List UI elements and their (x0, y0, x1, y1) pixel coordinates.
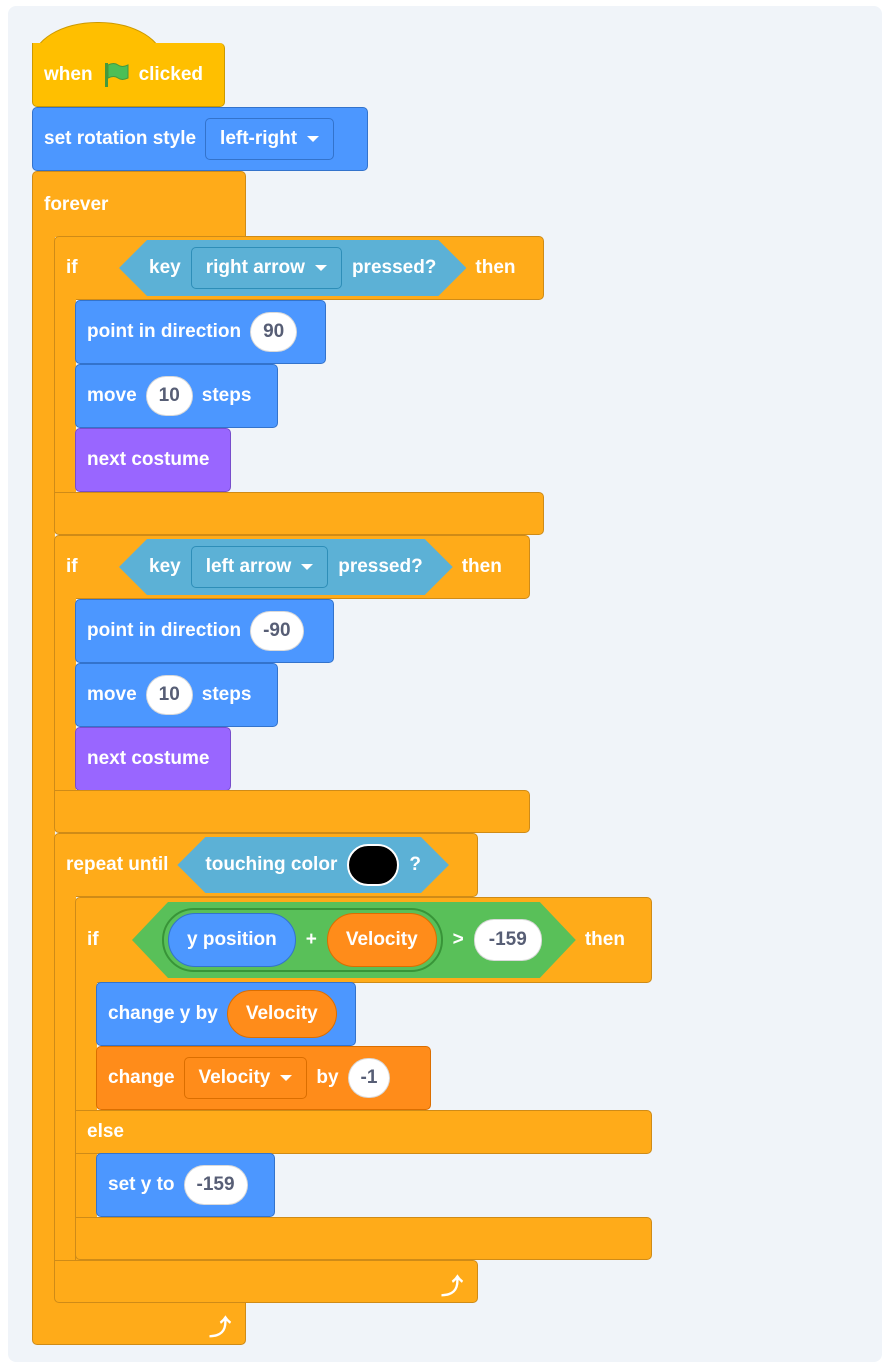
then-label: then (584, 929, 625, 950)
velocity-reporter[interactable]: Velocity (326, 913, 437, 967)
caret-down-icon (307, 136, 320, 142)
if-right-arrow-block[interactable]: if key right arrow pressed? then (54, 236, 544, 300)
if-arm (54, 299, 76, 494)
direction-input[interactable]: 90 (250, 312, 298, 352)
move-steps-block[interactable]: move 10 steps (75, 364, 278, 428)
key-dropdown[interactable]: right arrow (190, 247, 342, 289)
block-label: next costume (87, 748, 210, 769)
greater-than-condition[interactable]: y position + Velocity > -159 (132, 902, 576, 978)
steps-input[interactable]: 10 (145, 376, 193, 416)
plus-label: + (305, 929, 317, 950)
key-label: key (149, 556, 181, 577)
caret-down-icon (301, 564, 314, 570)
if-bottom (54, 790, 530, 833)
key-dropdown[interactable]: left arrow (190, 546, 329, 588)
if-label: if (66, 556, 78, 577)
if-label: if (66, 257, 78, 278)
pressed-label: pressed? (338, 556, 423, 577)
block-label: set rotation style (44, 128, 197, 149)
rotation-style-dropdown[interactable]: left-right (205, 118, 335, 160)
steps-label: steps (201, 684, 252, 705)
loop-arrow-icon: ⤴ (441, 1274, 464, 1299)
y-value-input[interactable]: -159 (183, 1165, 248, 1205)
then-label: then (461, 556, 502, 577)
color-swatch[interactable] (347, 844, 400, 886)
touching-label: touching color (205, 854, 338, 875)
repeat-arm (54, 896, 76, 1262)
move-steps-block[interactable]: move 10 steps (75, 663, 278, 727)
point-in-direction-block[interactable]: point in direction -90 (75, 599, 334, 663)
y-position-reporter[interactable]: y position (168, 913, 296, 967)
change-y-block[interactable]: change y by Velocity (96, 982, 356, 1046)
if-label: if (87, 929, 99, 950)
steps-label: steps (201, 385, 252, 406)
dropdown-value: right arrow (205, 257, 305, 278)
loop-arrow-icon: ⤴ (209, 1315, 232, 1340)
next-costume-block[interactable]: next costume (75, 727, 231, 791)
repeat-until-label: repeat until (66, 854, 169, 875)
block-label: move (87, 684, 137, 705)
repeat-until-block[interactable]: repeat until touching color ? (54, 833, 478, 897)
direction-input[interactable]: -90 (250, 611, 304, 651)
if-arm (54, 598, 76, 792)
key-pressed-condition[interactable]: key right arrow pressed? (119, 240, 466, 296)
steps-input[interactable]: 10 (145, 675, 193, 715)
repeat-bottom: ⤴ (54, 1260, 478, 1303)
if-bottom (54, 492, 544, 535)
addition-operator[interactable]: y position + Velocity (162, 908, 443, 972)
forever-block[interactable]: forever (32, 171, 246, 237)
by-label: by (316, 1067, 339, 1088)
else-bar: else (75, 1110, 652, 1154)
block-label: change y by (108, 1003, 218, 1024)
else-label: else (87, 1121, 124, 1142)
block-label: point in direction (87, 321, 242, 342)
velocity-reporter[interactable]: Velocity (226, 990, 337, 1038)
clicked-label: clicked (138, 63, 203, 85)
if-else-bottom (75, 1217, 652, 1260)
caret-down-icon (280, 1075, 293, 1081)
green-flag-icon (104, 62, 129, 87)
then-label: then (475, 257, 516, 278)
block-label: change (108, 1067, 175, 1088)
greater-than-label: > (452, 929, 464, 950)
block-label: set y to (108, 1174, 175, 1195)
change-variable-block[interactable]: change Velocity by -1 (96, 1046, 431, 1110)
if-left-arrow-block[interactable]: if key left arrow pressed? then (54, 535, 530, 599)
block-label: forever (44, 193, 109, 215)
forever-arm (32, 236, 55, 1302)
pressed-label: pressed? (351, 257, 437, 278)
dropdown-value: left arrow (205, 556, 292, 577)
key-pressed-condition[interactable]: key left arrow pressed? (119, 539, 453, 595)
set-y-block[interactable]: set y to -159 (96, 1153, 275, 1217)
if-else-block[interactable]: if y position + Velocity > -159 then (75, 897, 652, 983)
compare-value-input[interactable]: -159 (473, 919, 542, 961)
block-label: next costume (87, 449, 210, 470)
change-amount-input[interactable]: -1 (347, 1058, 391, 1098)
touching-color-condition[interactable]: touching color ? (177, 837, 449, 893)
block-label: point in direction (87, 620, 242, 641)
block-label: move (87, 385, 137, 406)
dropdown-value: left-right (220, 128, 298, 149)
forever-bottom: ⤴ (32, 1300, 246, 1345)
variable-dropdown[interactable]: Velocity (183, 1057, 308, 1099)
dropdown-value: Velocity (198, 1067, 271, 1088)
point-in-direction-block[interactable]: point in direction 90 (75, 300, 326, 364)
next-costume-block[interactable]: next costume (75, 428, 231, 492)
when-label: when (44, 63, 93, 85)
set-rotation-style-block[interactable]: set rotation style left-right (32, 107, 368, 171)
key-label: key (149, 257, 181, 278)
caret-down-icon (314, 265, 327, 271)
question-label: ? (409, 854, 421, 875)
